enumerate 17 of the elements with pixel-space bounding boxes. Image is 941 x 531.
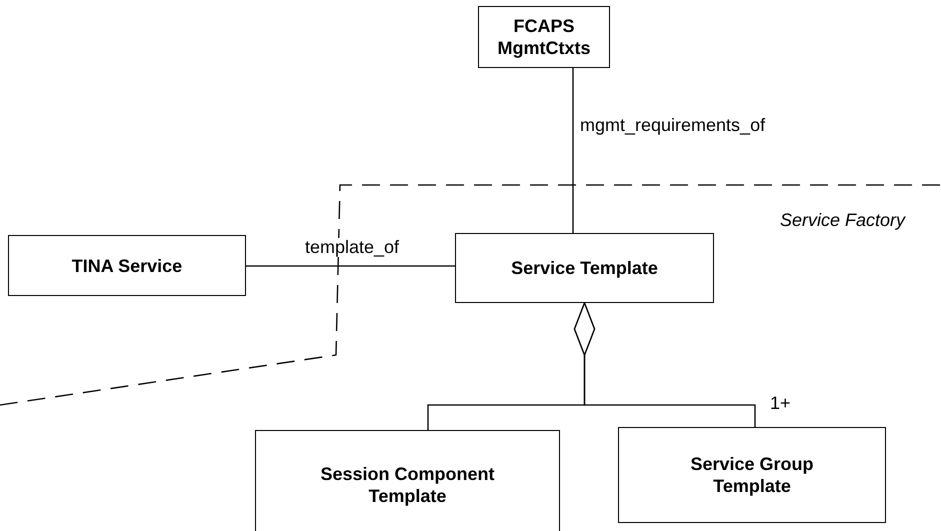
class-box <box>255 430 560 531</box>
class-name: Service Group Template <box>689 453 815 497</box>
region-label: Service Factory <box>780 211 906 229</box>
connector-line <box>574 302 756 427</box>
class-name: Service Template <box>511 257 658 279</box>
class-name: FCAPS MgmtCtxts <box>496 15 592 59</box>
class-box <box>618 427 886 523</box>
multiplicity-label: 1+ <box>770 394 791 412</box>
class-name: TINA Service <box>72 254 182 276</box>
connector-line <box>572 68 574 233</box>
class-box <box>455 233 714 303</box>
class-box <box>478 6 610 68</box>
class-box <box>8 235 246 296</box>
class-name: Session Component Template <box>319 463 496 507</box>
connector-line <box>246 265 455 267</box>
edge-label: template_of <box>305 238 400 256</box>
edge-label: mgmt_requirements_of <box>580 116 766 134</box>
